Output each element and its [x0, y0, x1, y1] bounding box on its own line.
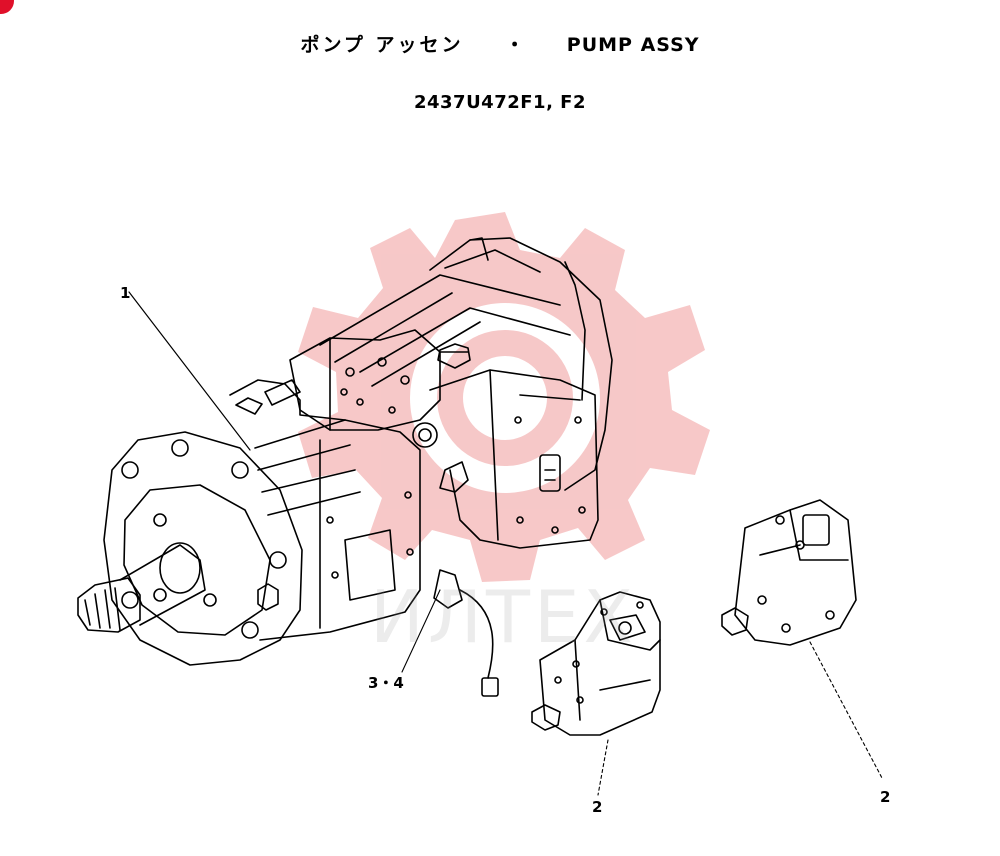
watermark-text: ИЛТЕХ [370, 575, 637, 659]
watermark-gear-icon [298, 212, 710, 582]
part-number: 2437U472F1, F2 [413, 92, 587, 113]
regulator-left [531, 591, 661, 796]
regulator-right [721, 499, 883, 779]
callout-2-left: 2 [592, 798, 602, 816]
title-separator: ・ [505, 34, 526, 56]
diagram-title: ポンプ アッセン ・ PUMP ASSY [0, 30, 1000, 64]
leader-3-4 [401, 589, 441, 673]
callout-3-4: 3・4 [368, 674, 404, 692]
main-pump [77, 237, 613, 697]
title-japanese: ポンプ アッセン [300, 34, 464, 56]
title-english: PUMP ASSY [566, 34, 700, 56]
callout-2-right: 2 [880, 788, 890, 806]
callout-1: 1 [120, 284, 130, 302]
